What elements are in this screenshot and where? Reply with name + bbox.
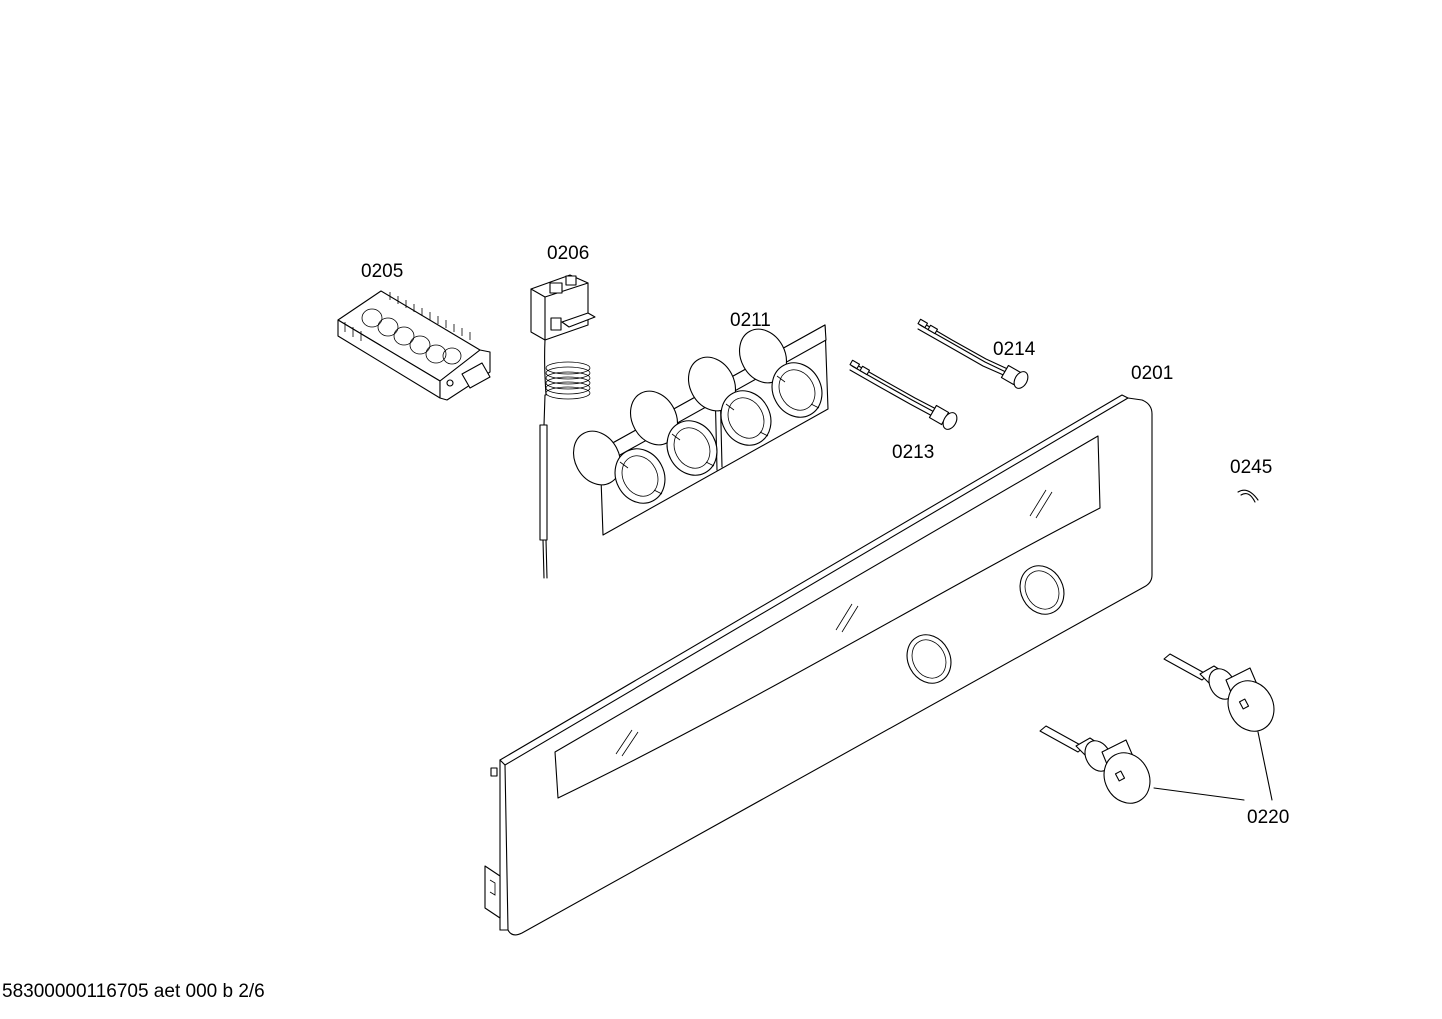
label-0211: 0211 (730, 310, 771, 331)
part-0245-clip (1237, 489, 1259, 503)
part-0214-indicator-lamp (917, 318, 1029, 389)
label-0213: 0213 (892, 442, 935, 463)
part-0211-knob-holder (572, 324, 829, 536)
label-0205: 0205 (361, 261, 404, 282)
part-0220-knob-lower (1039, 725, 1151, 804)
part-0213-indicator-lamp (849, 359, 958, 430)
part-0201-control-panel (484, 394, 1153, 936)
label-0201: 0201 (1131, 363, 1174, 384)
part-0220-knob-upper (1163, 653, 1275, 732)
label-0245: 0245 (1230, 457, 1273, 478)
label-0206: 0206 (547, 243, 590, 264)
part-0206-thermostat (530, 274, 596, 579)
leader-lines-0220 (1153, 731, 1273, 801)
label-0214: 0214 (993, 339, 1036, 360)
document-code: 58300000116705 aet 000 b 2/6 (2, 981, 265, 1002)
part-0205-rotary-switch (337, 290, 491, 401)
label-0220: 0220 (1247, 807, 1290, 828)
